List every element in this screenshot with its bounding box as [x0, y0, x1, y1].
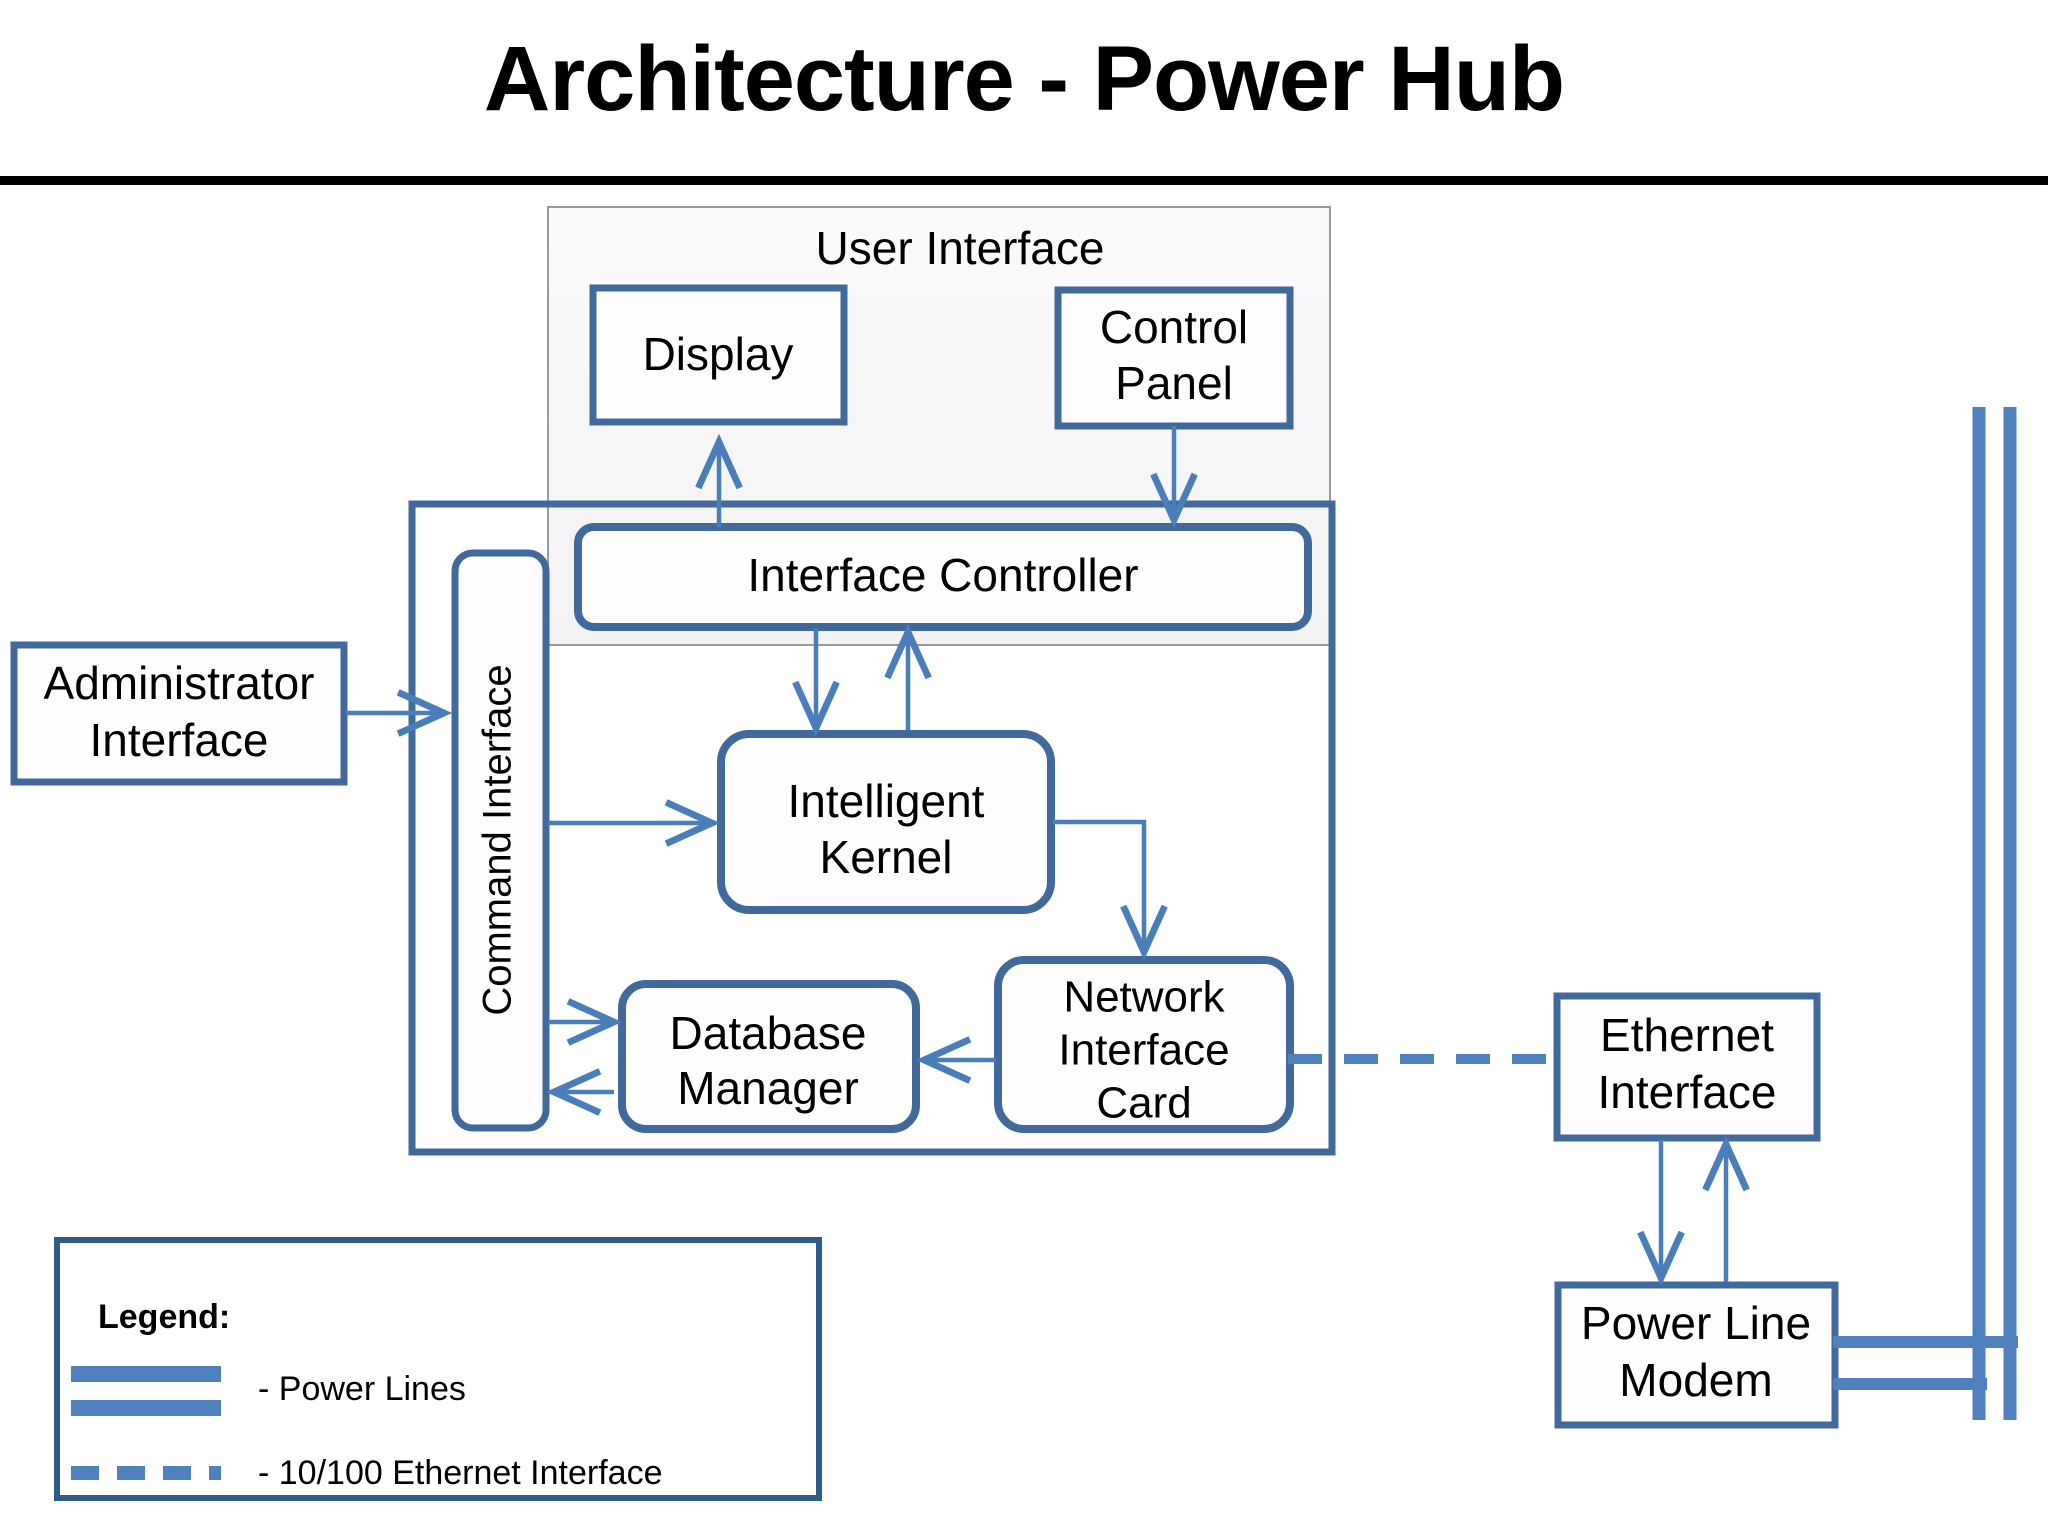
nic-label-line1: Network	[1063, 973, 1225, 1022]
title-divider-rule	[0, 176, 2048, 185]
administrator-interface-box[interactable]: Administrator Interface	[10, 641, 348, 786]
power-line-modem-label-line2: Modem	[1619, 1354, 1772, 1406]
intelligent-kernel-label-line2: Kernel	[820, 831, 953, 883]
page-title: Architecture - Power Hub	[483, 28, 1565, 130]
database-manager-label-line1: Database	[670, 1007, 867, 1059]
command-interface-label: Command Interface	[476, 664, 520, 1015]
legend-ethernet-label: - 10/100 Ethernet Interface	[258, 1454, 662, 1492]
arrow-kernel-to-nic	[1053, 819, 1144, 952]
intelligent-kernel-label-line1: Intelligent	[788, 775, 985, 827]
administrator-interface-label-line2: Interface	[90, 714, 269, 766]
ethernet-interface-box[interactable]: Ethernet Interface	[1553, 992, 1821, 1142]
legend-power-lines-label: - Power Lines	[258, 1370, 466, 1408]
administrator-interface-label-line1: Administrator	[44, 657, 315, 709]
connector-arrows	[346, 426, 1726, 1282]
intelligent-kernel-box[interactable]: Intelligent Kernel	[717, 730, 1055, 914]
interface-controller-label: Interface Controller	[747, 549, 1138, 601]
power-line-bus	[1833, 407, 2018, 1420]
legend-heading: Legend:	[98, 1298, 230, 1336]
ethernet-interface-label-line2: Interface	[1598, 1066, 1777, 1118]
display-box-label: Display	[643, 328, 794, 380]
user-interface-panel-title: User Interface	[816, 222, 1105, 274]
database-manager-label-line2: Manager	[677, 1062, 859, 1114]
nic-label-line3: Card	[1096, 1079, 1191, 1128]
control-panel-box[interactable]: Control Panel	[1054, 286, 1294, 430]
command-interface-box[interactable]: Command Interface	[451, 549, 550, 1132]
ethernet-interface-label-line1: Ethernet	[1600, 1009, 1774, 1061]
nic-label-line2: Interface	[1058, 1026, 1229, 1075]
display-box[interactable]: Display	[589, 284, 848, 426]
database-manager-box[interactable]: Database Manager	[618, 980, 920, 1133]
interface-controller-box[interactable]: Interface Controller	[574, 523, 1312, 631]
network-interface-card-box[interactable]: Network Interface Card	[994, 956, 1294, 1133]
legend-power-lines-symbol	[71, 1366, 221, 1416]
power-line-modem-label-line1: Power Line	[1581, 1297, 1811, 1349]
control-panel-box-label-line1: Control	[1100, 301, 1248, 353]
control-panel-box-label-line2: Panel	[1115, 357, 1233, 409]
legend-panel: Legend: - Power Lines - 10/100 Ethernet …	[54, 1237, 822, 1501]
power-line-modem-box[interactable]: Power Line Modem	[1554, 1281, 1839, 1429]
power-hub-container	[408, 500, 1336, 1156]
